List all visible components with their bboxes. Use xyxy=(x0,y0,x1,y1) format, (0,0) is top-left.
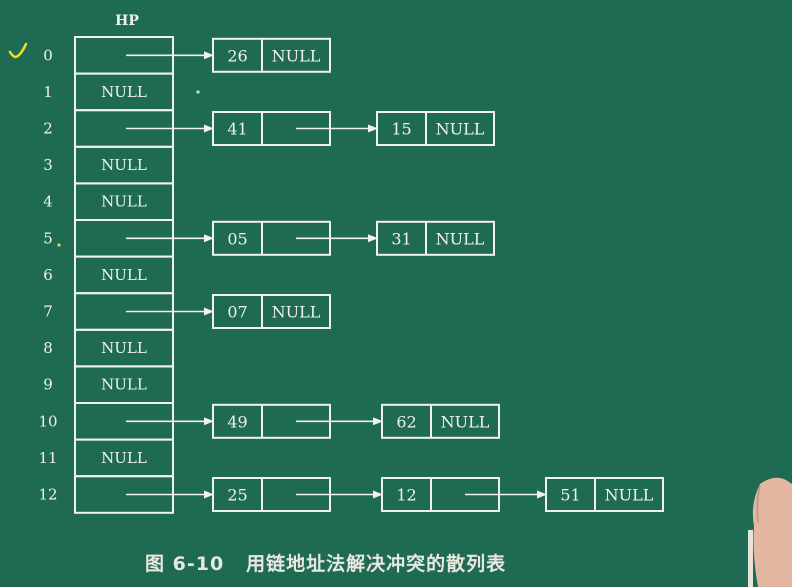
chain-node xyxy=(376,111,495,146)
slot-index: 11 xyxy=(38,449,57,467)
node-key: 49 xyxy=(227,412,247,431)
node-key: 26 xyxy=(227,46,247,65)
caption-text: 用链地址法解决冲突的散列表 xyxy=(246,553,507,575)
presenter-hand xyxy=(748,477,792,587)
node-next: NULL xyxy=(272,46,321,65)
table-header: HP xyxy=(115,13,139,29)
slot-index: 12 xyxy=(38,486,57,504)
node-key: 07 xyxy=(227,303,247,322)
slot-index: 0 xyxy=(43,46,53,64)
slot-entry: NULL xyxy=(101,339,147,357)
node-next: NULL xyxy=(436,229,485,248)
node-next: NULL xyxy=(436,120,485,139)
chain-node xyxy=(212,294,331,329)
node-key: 41 xyxy=(227,120,247,139)
chain-node xyxy=(212,37,331,73)
slot-entry: NULL xyxy=(101,193,147,211)
slot-index: 2 xyxy=(43,120,53,138)
chain-node xyxy=(545,477,664,512)
node-key: 51 xyxy=(560,486,580,505)
node-next: NULL xyxy=(272,303,321,322)
node-next: NULL xyxy=(605,486,654,505)
slot-entry: NULL xyxy=(101,83,147,101)
slot-index: 7 xyxy=(43,303,53,321)
node-key: 25 xyxy=(227,486,247,505)
slot-index: 3 xyxy=(43,156,53,174)
slot-entry: NULL xyxy=(101,449,147,467)
slot-entry: NULL xyxy=(101,376,147,394)
slot-entry: NULL xyxy=(101,156,147,174)
node-key: 62 xyxy=(396,412,416,431)
check-mark-icon xyxy=(8,42,28,59)
node-key: 31 xyxy=(391,229,411,248)
slot-index: 4 xyxy=(43,193,53,211)
node-key: 05 xyxy=(227,229,247,248)
slot-index: 5 xyxy=(43,229,53,247)
slot-index: 1 xyxy=(43,83,53,101)
node-key: 12 xyxy=(396,486,416,505)
slot-index: 8 xyxy=(43,339,53,357)
node-key: 15 xyxy=(391,120,411,139)
chain-node xyxy=(376,220,495,256)
chain-node xyxy=(381,403,500,439)
chalk-dot xyxy=(57,243,61,247)
figure-caption: 图 6-10 用链地址法解决冲突的散列表 xyxy=(145,549,528,576)
slot-index: 9 xyxy=(43,376,53,394)
node-next: NULL xyxy=(441,412,490,431)
chalk-dot xyxy=(196,90,200,94)
slot-index: 6 xyxy=(43,266,53,284)
figure-number: 图 6-10 xyxy=(145,553,225,575)
slot-index: 10 xyxy=(38,412,57,430)
slot-entry: NULL xyxy=(101,266,147,284)
